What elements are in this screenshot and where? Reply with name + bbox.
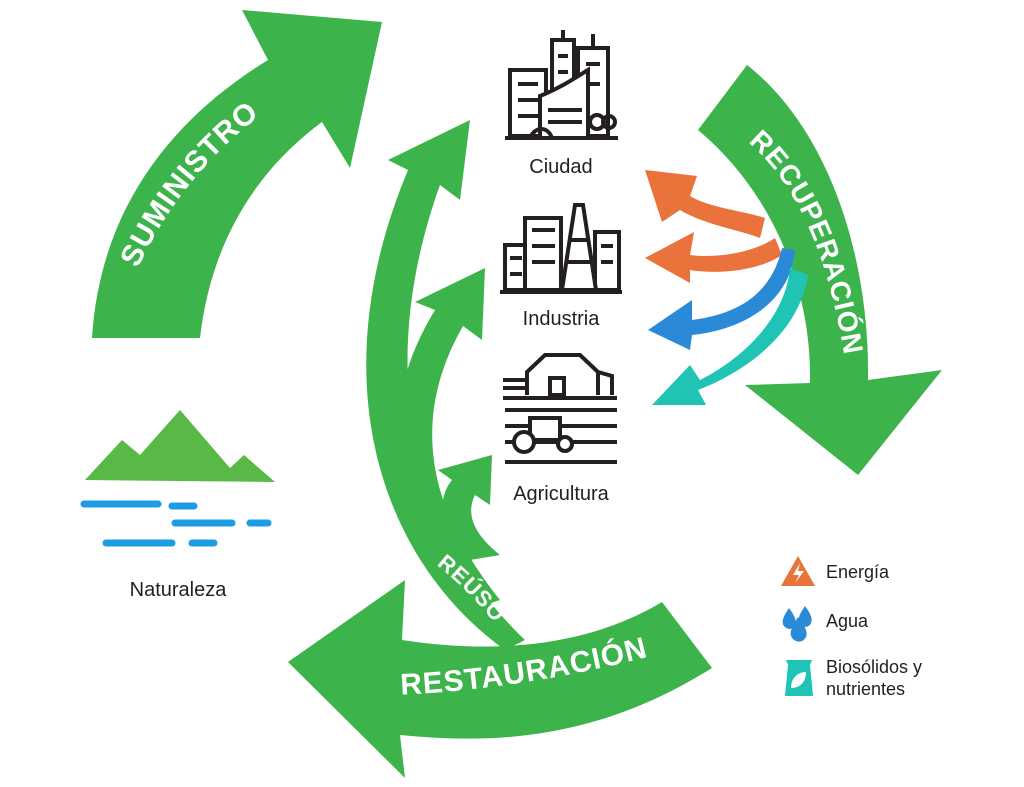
farm-icon [503, 353, 617, 464]
energy-icon [781, 556, 815, 586]
recovery-arrows [645, 170, 808, 405]
reuso-arrow-industria [397, 268, 500, 610]
naturaleza-label: Naturaleza [130, 579, 228, 601]
ciudad-label: Ciudad [529, 156, 592, 178]
city-icon [505, 30, 618, 140]
water-drops-icon [782, 606, 812, 642]
legend-energia: Energía [826, 562, 890, 582]
industria-label: Industria [523, 308, 601, 330]
agricultura-label: Agricultura [513, 483, 609, 505]
legend-biosolidos-line1: Biosólidos y [826, 657, 922, 677]
reuso-arrows: REÚSO [366, 120, 525, 650]
reuso-arrow-agricultura [438, 455, 500, 560]
legend-biosolidos-line2: nutrientes [826, 679, 905, 699]
water-waves-icon [80, 500, 272, 547]
agua-arrow-industria [648, 248, 795, 350]
suministro-arrow: SUMINISTRO [92, 10, 382, 338]
mountains-icon [85, 410, 275, 482]
industry-icon [500, 203, 622, 294]
energy-arrow-industria [645, 232, 782, 283]
legend-agua: Agua [826, 611, 869, 631]
energy-arrow-ciudad [645, 170, 765, 238]
nutrient-arrow-agricultura [652, 268, 808, 405]
biosolids-bag-icon [785, 660, 813, 696]
legend: Energía Agua Biosólidos y nutrientes [781, 556, 922, 699]
reuso-arrow-ciudad [366, 120, 525, 650]
